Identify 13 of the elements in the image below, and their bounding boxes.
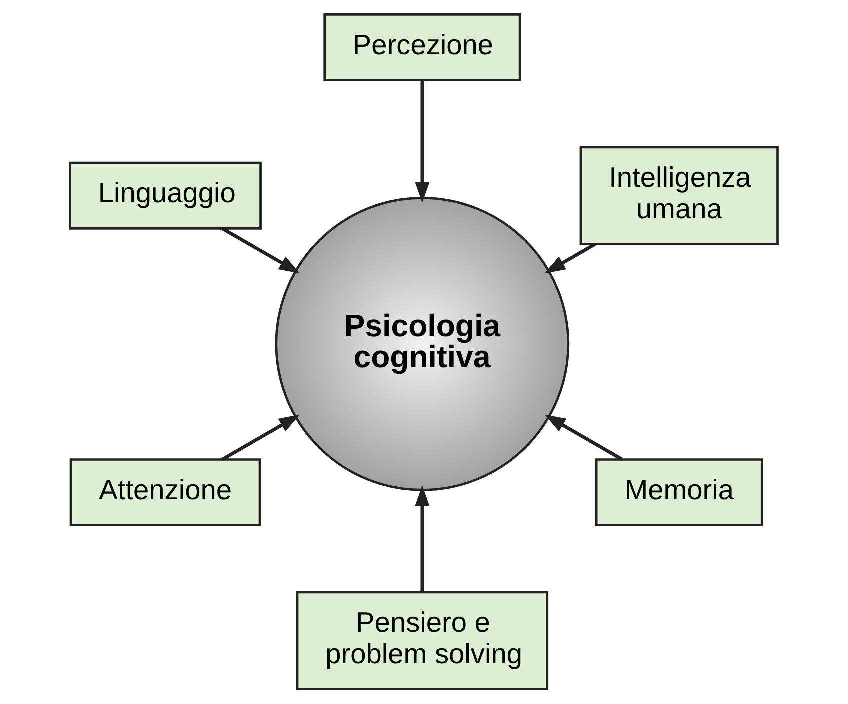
node-box: Percezione xyxy=(324,14,522,82)
node-box: Memoria xyxy=(595,458,764,526)
node-box: Intelligenza umana xyxy=(580,146,779,246)
node-box: Attenzione xyxy=(70,458,262,526)
arrow xyxy=(544,414,624,462)
arrow xyxy=(415,80,430,203)
arrow xyxy=(415,485,430,592)
node-box: Pensiero e problem solving xyxy=(296,591,549,690)
node-circle: Psicologia cognitiva xyxy=(275,197,570,492)
node-box: Linguaggio xyxy=(69,162,262,230)
arrow xyxy=(544,242,596,274)
arrow xyxy=(222,227,300,274)
arrow xyxy=(222,414,300,462)
